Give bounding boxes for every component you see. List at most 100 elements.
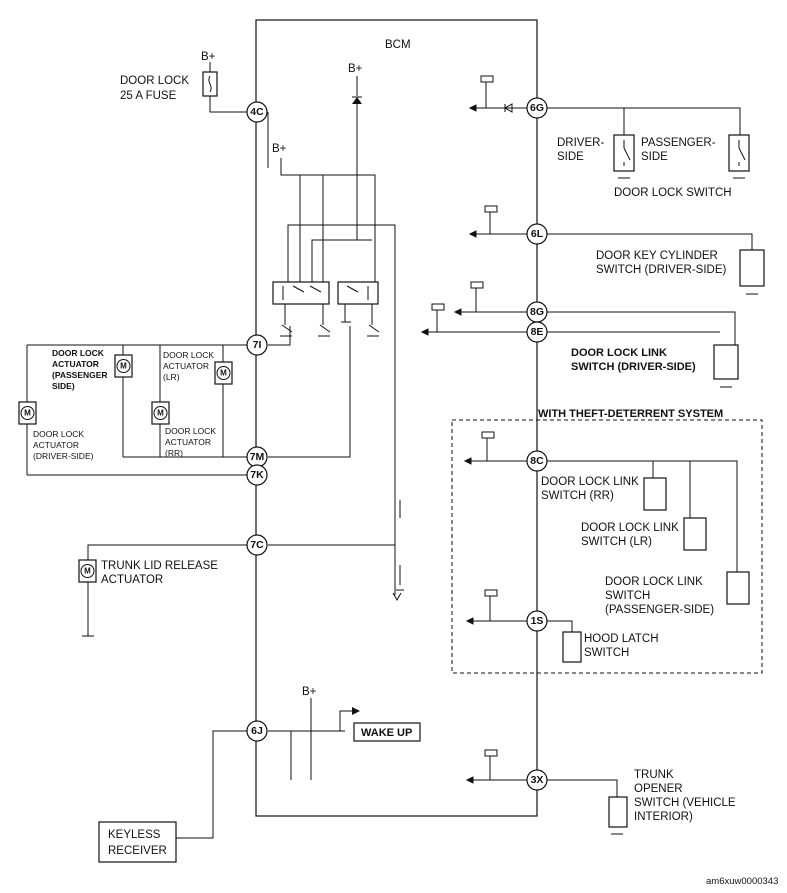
svg-text:3X: 3X: [531, 774, 544, 786]
svg-text:7I: 7I: [253, 339, 262, 351]
passenger-side-label-1: PASSENGER-: [641, 137, 716, 149]
trunk-opener-switch: [608, 796, 628, 828]
wakeup-box: [353, 722, 421, 742]
relay-loop-wire-2: [311, 239, 372, 282]
wakeup-arrow-wire: [339, 710, 352, 731]
internal-7i: [268, 326, 291, 346]
svg-text:ACTUATOR: ACTUATOR: [52, 359, 99, 369]
svg-text:(RR): (RR): [165, 448, 183, 458]
actuator-driver-motor: M: [18, 401, 37, 425]
trunk-opener-label-2: OPENER: [634, 783, 683, 795]
svg-text:ACTUATOR: ACTUATOR: [165, 437, 211, 447]
wakeup-bplus-label: B+: [302, 686, 317, 698]
svg-text:8E: 8E: [531, 326, 544, 338]
bcm-bplus-label: B+: [348, 63, 363, 75]
lock-relay-contact-b: [309, 285, 322, 293]
bcm-label: BCM: [385, 39, 411, 51]
svg-text:M: M: [220, 369, 227, 378]
wire-6j: [176, 730, 247, 839]
keyless-label-1: KEYLESS: [108, 829, 161, 841]
connector-8e: 8E: [526, 321, 548, 343]
svg-text:7K: 7K: [250, 469, 264, 481]
link-switch-driver: [713, 344, 739, 380]
svg-text:DOOR LOCK: DOOR LOCK: [165, 426, 216, 436]
theft-deterrent-label: WITH THEFT-DETERRENT SYSTEM: [538, 408, 723, 420]
internal-7m: [268, 326, 351, 458]
actuator-passenger-label: DOOR LOCK ACTUATOR (PASSENGER SIDE): [52, 348, 108, 391]
connector-7c: 7C: [246, 534, 268, 556]
svg-text:7C: 7C: [250, 539, 264, 551]
svg-text:M: M: [24, 409, 31, 418]
svg-text:DOOR LOCK: DOOR LOCK: [163, 350, 214, 360]
fuse-label-line1: DOOR LOCK: [120, 75, 189, 87]
link-switch-rr: [643, 477, 667, 511]
passenger-side-switch: [728, 134, 750, 172]
connector-7m: 7M: [246, 446, 268, 468]
driver-side-label-2: SIDE: [557, 151, 584, 163]
link-rr-label-1: DOOR LOCK LINK: [541, 476, 639, 488]
svg-text:M: M: [84, 567, 91, 576]
link-passenger-label-2: SWITCH: [605, 590, 650, 602]
connector-1s: 1S: [526, 610, 548, 632]
svg-text:DOOR LOCK: DOOR LOCK: [52, 348, 105, 358]
figure-id: am6xuw0000343: [706, 876, 778, 887]
link-switch-passenger: [726, 571, 750, 605]
key-cylinder-label-2: SWITCH (DRIVER-SIDE): [596, 264, 727, 276]
key-cylinder-label-1: DOOR KEY CYLINDER: [596, 250, 718, 262]
connector-4c: 4C: [246, 101, 268, 123]
link-lr-label-1: DOOR LOCK LINK: [581, 522, 679, 534]
lock-relay: [272, 281, 330, 305]
unlock-relay: [337, 281, 379, 305]
link-lr-label-2: SWITCH (LR): [581, 536, 652, 548]
door-lock-switch-contacts: [623, 140, 746, 166]
link-rr-label-2: SWITCH (RR): [541, 490, 614, 502]
connector-6g: 6G: [526, 97, 548, 119]
hood-latch-label-2: SWITCH: [584, 647, 629, 659]
actuator-lr-label: DOOR LOCK ACTUATOR (LR): [163, 350, 214, 382]
theft-deterrent-group: [451, 419, 763, 674]
svg-text:SIDE): SIDE): [52, 381, 75, 391]
fuse-element: [208, 75, 212, 93]
relay-driver-transistors: [280, 304, 380, 337]
lock-relay-contact-a: [292, 285, 305, 293]
svg-text:(LR): (LR): [163, 372, 180, 382]
relay-loop-wire: [287, 224, 396, 595]
svg-text:(DRIVER-SIDE): (DRIVER-SIDE): [33, 451, 94, 461]
trunk-actuator-label-1: TRUNK LID RELEASE: [101, 560, 218, 572]
link-switch-lr: [683, 517, 707, 551]
svg-text:6L: 6L: [531, 228, 544, 240]
connector-7i: 7I: [246, 334, 268, 356]
wire-6g: [547, 107, 741, 135]
svg-text:M: M: [120, 362, 127, 371]
keyless-label-2: RECEIVER: [108, 845, 167, 857]
connector-6j: 6J: [246, 720, 268, 742]
link-driver-label-2: SWITCH (DRIVER-SIDE): [571, 361, 696, 373]
svg-text:ACTUATOR: ACTUATOR: [163, 361, 209, 371]
connector-8g: 8G: [526, 301, 548, 323]
hood-latch-label-1: HOOD LATCH: [584, 633, 659, 645]
trunk-actuator-label-2: ACTUATOR: [101, 574, 163, 586]
connector-8c: 8C: [526, 450, 548, 472]
wire-3x: [547, 779, 618, 797]
driver-side-label-1: DRIVER-: [557, 137, 604, 149]
svg-text:6J: 6J: [251, 725, 263, 737]
link-driver-label-1: DOOR LOCK LINK: [571, 347, 667, 359]
unlock-relay-contact: [346, 285, 359, 293]
link-passenger-label-3: (PASSENGER-SIDE): [605, 604, 714, 616]
svg-text:7M: 7M: [250, 451, 265, 463]
link-passenger-label-1: DOOR LOCK LINK: [605, 576, 703, 588]
trunk-opener-label-4: INTERIOR): [634, 811, 693, 823]
svg-text:M: M: [157, 409, 164, 418]
actuator-trunk-motor: M: [78, 559, 97, 583]
key-cylinder-switch: [739, 249, 765, 287]
relay-bplus-label: B+: [272, 143, 287, 155]
wire-8c: [547, 460, 738, 572]
bcm-supply-diode: [352, 97, 362, 104]
svg-text:1S: 1S: [531, 615, 544, 627]
connector-6l: 6L: [526, 223, 548, 245]
hood-latch-switch: [562, 631, 582, 663]
svg-text:8G: 8G: [530, 306, 544, 318]
wire-8g: [547, 311, 736, 345]
actuator-rr-motor: M: [151, 401, 170, 425]
